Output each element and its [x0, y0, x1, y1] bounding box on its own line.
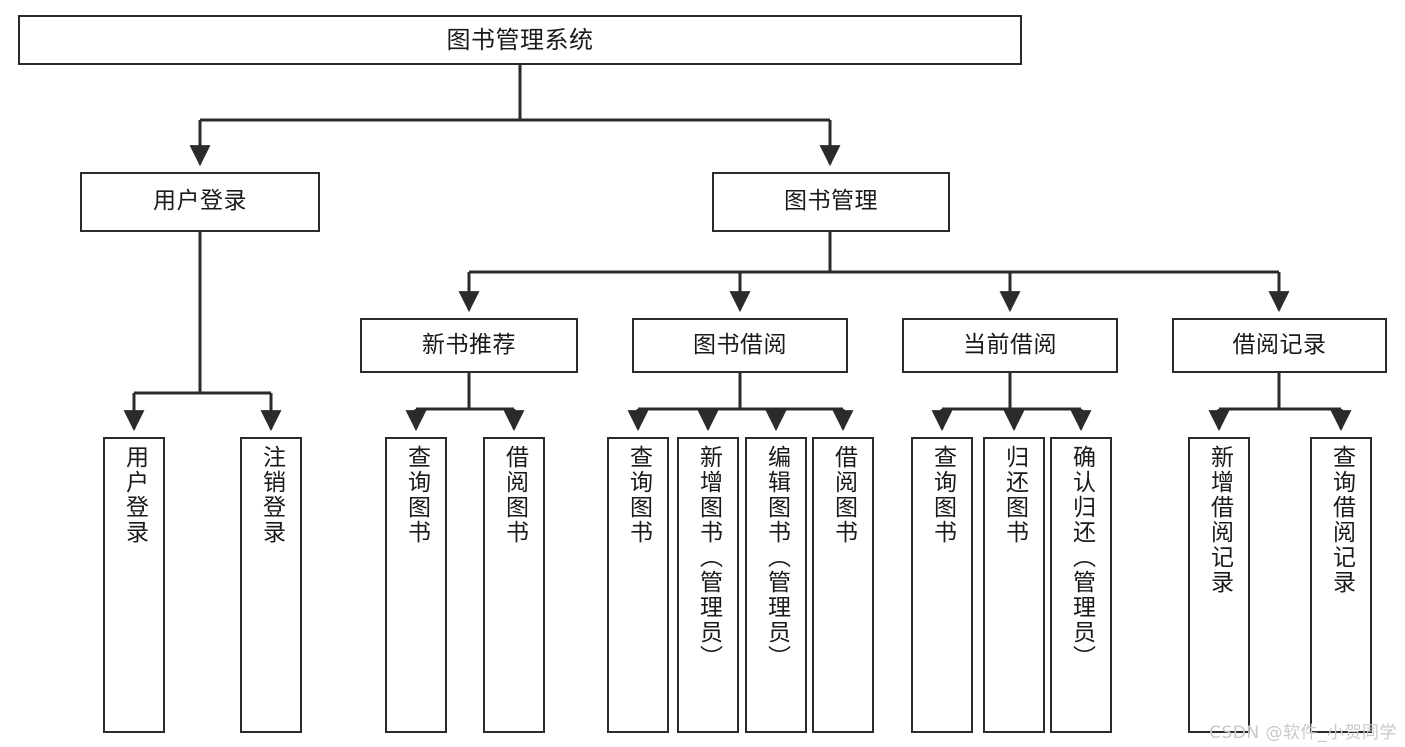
node-root[interactable]: 图书管理系统	[18, 15, 1022, 65]
csdn-watermark: CSDN @软件_小贺同学	[1209, 723, 1397, 743]
leaf-add-borrow-record[interactable]: 新增借阅记录	[1188, 437, 1250, 733]
node-book-borrow[interactable]: 图书借阅	[632, 318, 848, 373]
leaf-query-book-current[interactable]: 查询图书	[911, 437, 973, 733]
leaf-query-borrow-record[interactable]: 查询借阅记录	[1310, 437, 1372, 733]
node-user-login-label: 用户登录	[153, 188, 247, 215]
leaf-label: 查询图书	[929, 445, 956, 545]
leaf-label: 查询图书	[403, 445, 430, 545]
leaf-label: 确认归还（管理员）	[1068, 445, 1095, 670]
node-book-management[interactable]: 图书管理	[712, 172, 950, 232]
node-current-borrow-label: 当前借阅	[963, 331, 1057, 358]
leaf-label: 查询图书	[625, 445, 652, 545]
node-book-management-label: 图书管理	[784, 188, 878, 215]
leaf-label: 用户登录	[121, 445, 148, 545]
node-root-label: 图书管理系统	[446, 25, 594, 54]
leaf-label: 注销登录	[258, 445, 285, 545]
node-borrow-record[interactable]: 借阅记录	[1172, 318, 1387, 373]
leaf-label: 新增借阅记录	[1206, 445, 1233, 595]
leaf-label: 借阅图书	[830, 445, 857, 545]
leaf-return-book[interactable]: 归还图书	[983, 437, 1045, 733]
node-book-borrow-label: 图书借阅	[693, 331, 787, 358]
leaf-borrow-book-newbook[interactable]: 借阅图书	[483, 437, 545, 733]
leaf-label: 查询借阅记录	[1328, 445, 1355, 595]
node-new-book-recommend-label: 新书推荐	[422, 331, 516, 358]
node-user-login[interactable]: 用户登录	[80, 172, 320, 232]
leaf-label: 新增图书（管理员）	[695, 445, 722, 670]
leaf-query-book-borrow[interactable]: 查询图书	[607, 437, 669, 733]
leaf-logout[interactable]: 注销登录	[240, 437, 302, 733]
leaf-borrow-book[interactable]: 借阅图书	[812, 437, 874, 733]
leaf-add-book-admin[interactable]: 新增图书（管理员）	[677, 437, 739, 733]
leaf-label: 归还图书	[1001, 445, 1028, 545]
node-current-borrow[interactable]: 当前借阅	[902, 318, 1118, 373]
node-borrow-record-label: 借阅记录	[1232, 331, 1327, 358]
leaf-edit-book-admin[interactable]: 编辑图书（管理员）	[745, 437, 807, 733]
leaf-label: 编辑图书（管理员）	[763, 445, 790, 670]
leaf-user-login[interactable]: 用户登录	[103, 437, 165, 733]
leaf-confirm-return-admin[interactable]: 确认归还（管理员）	[1050, 437, 1112, 733]
leaf-label: 借阅图书	[501, 445, 528, 545]
leaf-query-book-newbook[interactable]: 查询图书	[385, 437, 447, 733]
node-new-book-recommend[interactable]: 新书推荐	[360, 318, 578, 373]
